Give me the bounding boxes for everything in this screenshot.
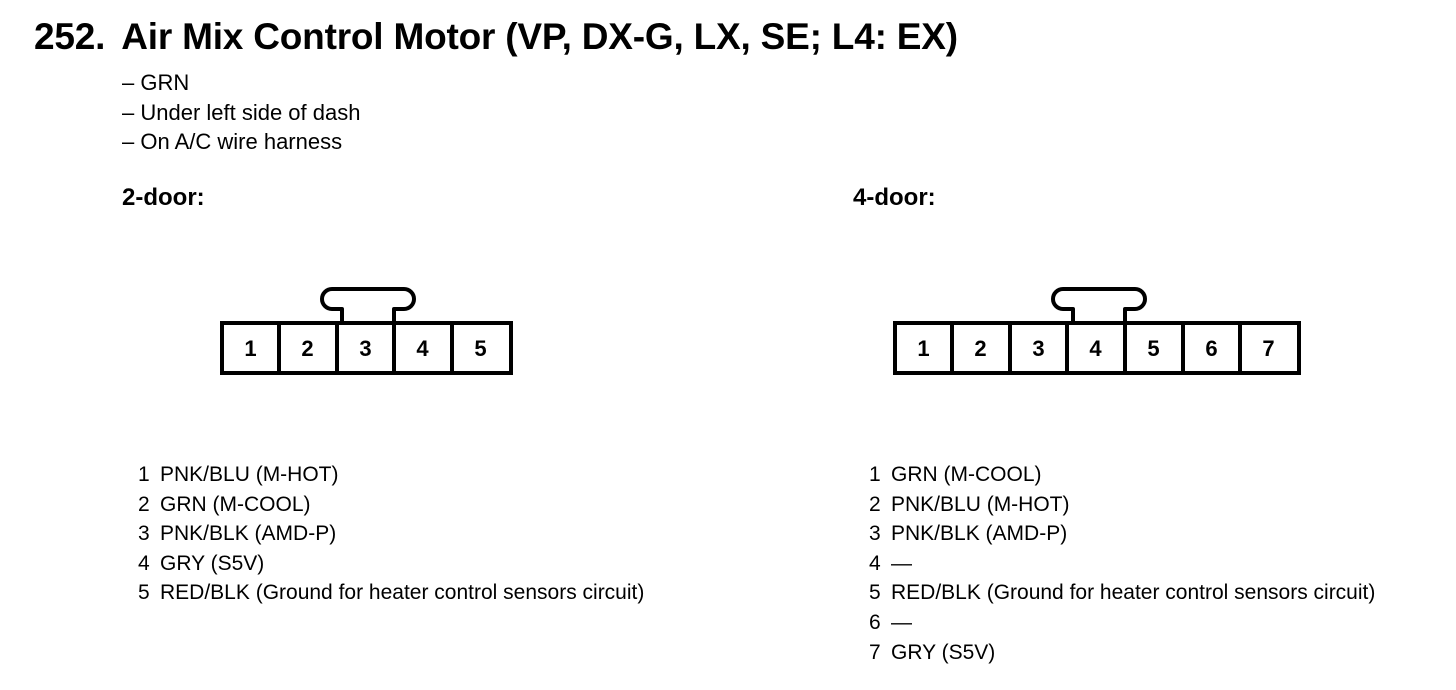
pin-description: PNK/BLU (M-HOT) — [160, 463, 339, 486]
pin-1-label: 1 — [917, 336, 930, 361]
two-door-heading: 2-door: — [122, 184, 205, 211]
pin-description: GRY (S5V) — [891, 640, 996, 664]
pin-4-label: 4 — [1089, 336, 1102, 361]
pin-number: 4 — [138, 551, 150, 575]
four-door-connector-diagram: 1 2 3 4 5 6 7 — [893, 286, 1303, 376]
pin-number: 4 — [869, 551, 881, 575]
pin-5-label: 5 — [1147, 336, 1160, 361]
pin-number: 7 — [869, 640, 881, 664]
two-door-connector-outline — [220, 287, 513, 375]
pin-row: 1 PNK/BLU (M-HOT) — [138, 460, 644, 490]
pin-row: 6— — [869, 608, 1375, 638]
pin-2-label: 2 — [301, 336, 314, 361]
pin-number: 1 — [138, 463, 150, 486]
pin-description: GRN (M-COOL) — [160, 492, 311, 516]
pin-row: 3 PNK/BLK (AMD-P) — [138, 519, 644, 549]
pin-4-label: 4 — [416, 336, 429, 361]
pin-number: 5 — [869, 581, 881, 605]
pin-description: PNK/BLU (M-HOT) — [891, 492, 1070, 516]
pin-description: RED/BLK (Ground for heater control senso… — [891, 581, 1376, 605]
pin-description: RED/BLK (Ground for heater control senso… — [160, 581, 645, 605]
pin-5-label: 5 — [474, 336, 487, 361]
pin-number: 5 — [138, 581, 150, 605]
pin-number: 2 — [138, 492, 150, 516]
pin-row: 3 PNK/BLK (AMD-P) — [869, 519, 1375, 549]
two-door-connector-diagram: 1 2 3 4 5 — [220, 286, 514, 376]
pin-3-label: 3 — [1032, 336, 1045, 361]
pin-row: 4 GRY (S5V) — [138, 549, 644, 579]
pin-description: GRN (M-COOL) — [891, 463, 1042, 486]
connector-notes: – GRN – Under left side of dash – On A/C… — [122, 68, 360, 157]
pin-description: PNK/BLK (AMD-P) — [160, 522, 337, 546]
four-door-connector-outline — [893, 287, 1301, 375]
pin-2-label: 2 — [974, 336, 987, 361]
pin-number: 6 — [869, 610, 881, 634]
pin-7-label: 7 — [1262, 336, 1275, 361]
pin-row: 2 GRN (M-COOL) — [138, 490, 644, 520]
pin-row: 1 GRN (M-COOL) — [869, 460, 1375, 490]
pin-row: 5 RED/BLK (Ground for heater control sens… — [869, 578, 1375, 608]
pin-description: — — [891, 551, 912, 575]
four-door-pin-list: 1 GRN (M-COOL) 2 PNK/BLU (M-HOT) 3 PNK/BLK … — [869, 460, 1375, 667]
pin-number: 3 — [138, 522, 150, 546]
pin-description: PNK/BLK (AMD-P) — [891, 522, 1068, 546]
pin-3-label: 3 — [359, 336, 372, 361]
note-harness: – On A/C wire harness — [122, 129, 343, 154]
section-title: Air Mix Control Motor (VP, DX-G, LX, SE;… — [121, 16, 958, 57]
pin-row: 5 RED/BLK (Ground for heater control sens… — [138, 578, 644, 608]
pin-6-label: 6 — [1205, 336, 1218, 361]
pin-description: GRY (S5V) — [160, 551, 265, 575]
section-number: 252. — [34, 16, 106, 57]
two-door-pin-list: 1 PNK/BLU (M-HOT) 2 GRN (M-COOL) 3 PNK/BLK … — [138, 460, 644, 608]
pin-row: 2 PNK/BLU (M-HOT) — [869, 490, 1375, 520]
pin-1-label: 1 — [244, 336, 257, 361]
pin-description: — — [891, 610, 912, 634]
pin-row: 7 GRY (S5V) — [869, 638, 1375, 668]
pin-number: 3 — [869, 522, 881, 546]
pin-row: 4— — [869, 549, 1375, 579]
page-title: 252. Air Mix Control Motor (VP, DX-G, LX,… — [34, 16, 958, 58]
note-location: – Under left side of dash — [122, 99, 361, 125]
pin-number: 2 — [869, 492, 881, 516]
four-door-heading: 4-door: — [853, 184, 936, 211]
pin-number: 1 — [869, 463, 881, 486]
note-color: – GRN — [122, 70, 190, 95]
